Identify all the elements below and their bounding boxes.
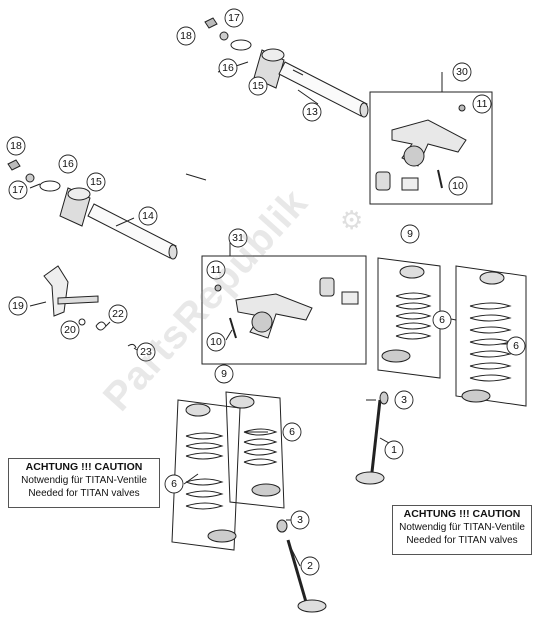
part-number-label: 18 [180,30,192,42]
part-number-circle [448,176,468,196]
part-number-circle [138,206,158,226]
part-number-label: 20 [64,324,76,336]
part-number-circle [472,94,492,114]
part-number-circle [164,474,184,494]
assembly-box-30 [369,91,493,205]
part-number-circle [452,62,472,82]
part-number-circle [206,260,226,280]
part-number-circle [58,154,78,174]
part-number-label: 10 [452,180,464,192]
part-number-label: 23 [140,346,152,358]
caution-line-english: Needed for TITAN valves [406,535,518,546]
caution-line-german: Notwendig für TITAN-Ventile [399,522,525,533]
part-number-label: 6 [439,314,445,326]
part-number-label: 3 [401,394,407,406]
part-number-label: 2 [307,560,313,572]
part-number-label: 16 [222,62,234,74]
part-number-circle [60,320,80,340]
caution-note-left: ACHTUNG !!! CAUTION Notwendig für TITAN-… [8,458,160,508]
part-number-circle [108,304,128,324]
valve-1 [355,391,389,485]
part-number-label: 14 [142,210,154,222]
part-number-circle [176,26,196,46]
part-number-label: 16 [62,158,74,170]
assembly-box-31 [201,255,367,365]
part-number-label: 3 [297,514,303,526]
caution-heading: ACHTUNG !!! CAUTION [403,508,521,520]
part-number-label: 31 [232,232,244,244]
part-number-circle [214,364,234,384]
gear-watermark-icon: ⚙ [340,205,364,235]
part-number-label: 15 [252,80,264,92]
part-number-circle [8,296,28,316]
part-number-circle [300,556,320,576]
part-number-label: 19 [12,300,24,312]
part-number-circle [86,172,106,192]
valve-spring-set-d [225,391,285,509]
part-number-circle [8,180,28,200]
part-number-circle [400,224,420,244]
valve-spring-set-c [171,399,241,551]
upper-rocker-shaft [204,17,369,118]
part-number-circle [136,342,156,362]
part-number-circle [384,440,404,460]
part-number-circle [206,332,226,352]
part-number-circle [6,136,26,156]
left-rocker-shaft [7,159,178,260]
part-number-label: 11 [477,98,488,110]
part-number-label: 9 [221,368,227,380]
part-number-circle [302,102,322,122]
part-number-circle [218,58,238,78]
part-number-circle [394,390,414,410]
caution-note-right: ACHTUNG !!! CAUTION Notwendig für TITAN-… [392,505,532,555]
part-number-label: 6 [513,340,519,352]
rocker-arm-lower [214,277,359,339]
part-number-label: 18 [10,140,22,152]
part-number-label: 9 [407,228,413,240]
part-number-label: 6 [289,426,295,438]
part-number-circle [506,336,526,356]
part-number-label: 6 [171,478,177,490]
part-number-label: 15 [90,176,102,188]
caution-line-english: Needed for TITAN valves [28,488,140,499]
part-number-label: 11 [211,264,222,276]
rocker-arm-upper [375,104,467,191]
part-number-label: 17 [12,184,24,196]
valve-spring-set-a [377,257,441,379]
part-number-circle [282,422,302,442]
part-number-label: 17 [228,12,240,24]
part-number-circle [224,8,244,28]
part-number-circle [432,310,452,330]
part-number-label: 13 [306,106,318,118]
valve-2 [276,519,327,613]
part-number-circle [228,228,248,248]
part-number-label: 10 [210,336,222,348]
part-number-label: 30 [456,66,468,78]
part-number-circle [290,510,310,530]
caution-heading: ACHTUNG !!! CAUTION [25,461,143,473]
part-number-label: 22 [112,308,124,320]
valve-spring-set-b [455,265,527,407]
part-number-circle [248,76,268,96]
part-number-label: 1 [391,444,397,456]
caution-line-german: Notwendig für TITAN-Ventile [21,475,147,486]
decompression-lever [43,265,137,349]
